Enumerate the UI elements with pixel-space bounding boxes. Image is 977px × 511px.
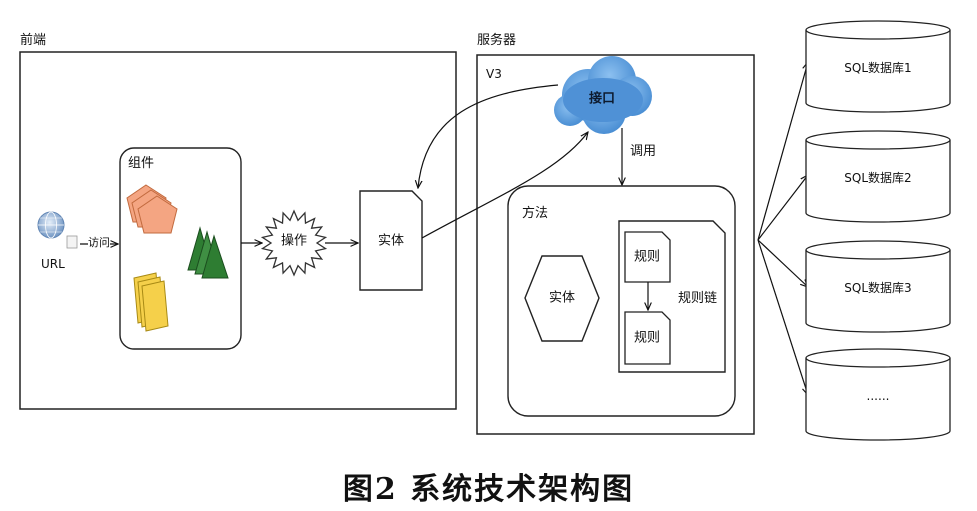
rule-chain-label: 规则链 <box>678 291 718 306</box>
database-4-label: ...... <box>866 389 890 403</box>
component-label: 组件 <box>128 156 155 171</box>
db4-arrow <box>757 239 808 395</box>
figure-caption: 图2 系统技术架构图 <box>342 472 635 507</box>
server-entity-hexagon <box>524 255 600 342</box>
server-entity-label: 实体 <box>548 290 576 306</box>
database-2-label: SQL数据库2 <box>844 171 912 185</box>
database-3-label: SQL数据库3 <box>844 281 912 295</box>
call-label: 调用 <box>630 144 657 159</box>
db2-arrow <box>757 175 808 241</box>
frontend-entity-label: 实体 <box>377 233 405 249</box>
operation-label: 操作 <box>280 233 308 249</box>
triangle-stack-icon <box>187 226 229 279</box>
database-1-label: SQL数据库1 <box>844 61 912 75</box>
interface-to-frontend-entity-arrow <box>418 84 559 188</box>
frontend-entity-shape <box>359 190 423 291</box>
frontend-entity-to-interface-arrow <box>421 132 588 239</box>
interface-cloud <box>554 56 652 134</box>
database-2 <box>805 130 951 223</box>
visit-label: 访问 <box>88 236 110 249</box>
interface-label: 接口 <box>588 91 616 107</box>
rule-1-box <box>624 231 671 283</box>
version-label: V3 <box>486 67 502 81</box>
note-stack-icon <box>133 272 169 332</box>
operation-starburst <box>260 209 328 277</box>
database-4 <box>805 348 951 441</box>
database-3 <box>805 240 951 333</box>
pentagon-stack-icon <box>126 184 178 234</box>
rule-2-box <box>624 311 671 365</box>
server-title: 服务器 <box>477 33 517 48</box>
architecture-diagram <box>19 20 951 441</box>
method-label: 方法 <box>522 206 549 221</box>
rule-1-label: 规则 <box>633 249 661 265</box>
rule-2-label: 规则 <box>633 330 661 346</box>
url-label: URL <box>41 257 65 271</box>
database-1 <box>805 20 951 113</box>
db1-arrow <box>757 62 808 241</box>
frontend-title: 前端 <box>20 33 47 48</box>
globe-icon <box>37 211 78 249</box>
db3-arrow <box>757 239 808 287</box>
